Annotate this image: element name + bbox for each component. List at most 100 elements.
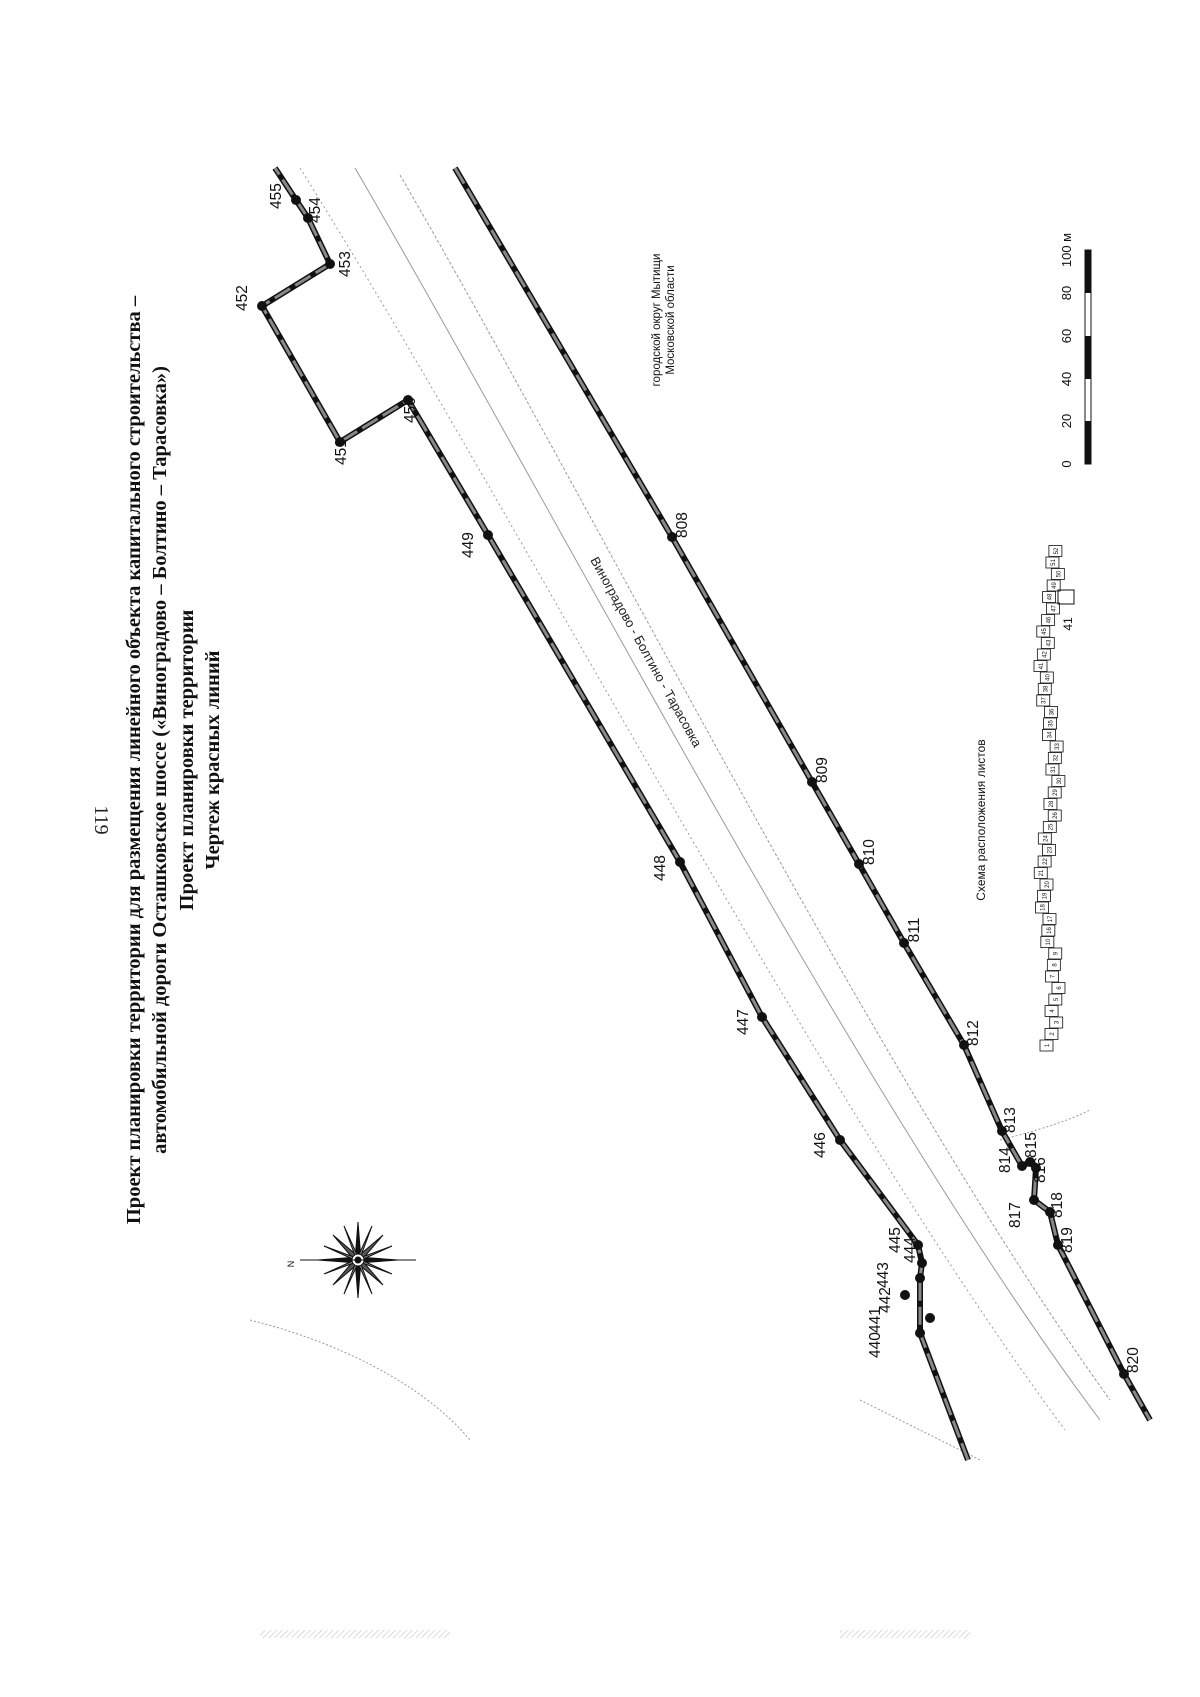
- title-line-2: автомобильной дороги Осташковское шоссе …: [149, 366, 171, 1154]
- index-cells: 1234567891016171819202122232425262829303…: [1033, 545, 1066, 1052]
- current-sheet-label: 41: [1061, 617, 1075, 631]
- index-sheet-cell: [1042, 913, 1057, 925]
- index-sheet-number: 29: [1053, 789, 1059, 796]
- index-sheet-cell: [1045, 970, 1059, 983]
- index-sheet-cell: [1047, 752, 1062, 764]
- index-sheet-cell: [1046, 602, 1061, 615]
- lower-point-marker: [997, 1126, 1007, 1136]
- index-sheet-number: 20: [1045, 881, 1051, 888]
- lower-point-label: 810: [861, 839, 878, 865]
- index-sheet-number: 23: [1048, 846, 1054, 853]
- upper-point-marker: [403, 395, 413, 405]
- index-sheet-number: 34: [1047, 731, 1053, 738]
- index-sheet-cell: [1042, 821, 1057, 833]
- lower-point-marker: [1031, 1163, 1041, 1173]
- index-sheet-number: 17: [1048, 915, 1054, 922]
- index-sheet-number: 25: [1048, 823, 1054, 830]
- scan-noise: [260, 1630, 970, 1638]
- lower-point-marker: [1029, 1195, 1039, 1205]
- index-sheet-cell: [1049, 1016, 1064, 1029]
- index-sheet-cell: [1033, 660, 1048, 672]
- index-sheet-cell: [1051, 982, 1066, 994]
- index-sheet-number: 18: [1040, 904, 1046, 911]
- lower-point-marker: [1119, 1369, 1129, 1379]
- index-sheet-number: 32: [1053, 754, 1059, 761]
- terrain-lines: [249, 167, 1111, 1461]
- red-lines: [257, 166, 1153, 1462]
- upper-point-marker: [303, 213, 313, 223]
- index-sheet-number: 50: [1056, 570, 1062, 577]
- compass-north-label: N: [286, 1261, 296, 1268]
- lower-point-label: 818: [1049, 1192, 1066, 1218]
- index-sheet-cell: [1040, 936, 1055, 948]
- index-sheet-number: 45: [1042, 628, 1048, 635]
- scale-tick-0: 0: [1059, 460, 1074, 467]
- upper-point-label: 450: [402, 397, 419, 423]
- index-sheet-number: 47: [1052, 605, 1058, 612]
- upper-point-marker: [915, 1273, 925, 1283]
- scale-tick-80: 80: [1059, 286, 1074, 300]
- index-sheet-cell: [1047, 786, 1062, 799]
- index-sheet-number: 9: [1054, 951, 1060, 955]
- index-sheet-cell: [1050, 568, 1065, 580]
- index-sheet-number: 4: [1050, 1009, 1056, 1013]
- title-line-3: Проект планировки территории: [176, 609, 198, 910]
- upper-point-label: 449: [460, 532, 477, 558]
- index-sheet-number: 52: [1054, 547, 1060, 554]
- index-sheet-number: 49: [1052, 582, 1058, 589]
- lower-point-label: 815: [1023, 1132, 1040, 1158]
- lower-point-marker: [899, 938, 909, 948]
- index-sheet-cell: [1041, 614, 1056, 626]
- lower-point-label: 814: [997, 1147, 1014, 1173]
- index-sheet-cell: [1045, 556, 1060, 569]
- upper-point-marker: [925, 1313, 935, 1323]
- index-sheet-number: 42: [1042, 651, 1048, 658]
- lower-point-label: 812: [965, 1020, 982, 1046]
- index-sheet-number: 46: [1047, 616, 1053, 623]
- index-sheet-cell: [1040, 637, 1055, 649]
- lower-point-marker: [854, 859, 864, 869]
- lower-point-marker: [1017, 1161, 1027, 1171]
- upper-red-line-fill: [259, 167, 970, 1461]
- index-sheet-cell: [1042, 729, 1056, 741]
- index-sheet-number: 16: [1047, 927, 1053, 934]
- index-sheet-cell: [1042, 844, 1056, 856]
- upper-point-label: 442: [877, 1287, 894, 1313]
- index-sheet-cell: [1044, 1028, 1059, 1040]
- index-sheet-cell: [1044, 1005, 1059, 1017]
- upper-point-label: 452: [234, 285, 251, 311]
- index-sheet-cell: [1045, 763, 1060, 776]
- lower-red-line-fill: [453, 167, 1152, 1421]
- index-sheet-number: 7: [1050, 974, 1056, 978]
- index-sheet-cell: [1043, 717, 1057, 730]
- upper-red-line-outline: [257, 166, 971, 1462]
- upper-point-label: 451: [333, 439, 350, 465]
- index-sheet-number: 22: [1043, 858, 1049, 865]
- index-sheet-cell: [1037, 832, 1052, 845]
- upper-point-marker: [325, 259, 335, 269]
- index-sheet-cell: [1043, 798, 1058, 810]
- index-sheet-number: 31: [1051, 766, 1057, 773]
- index-sheet-number: 30: [1057, 777, 1063, 784]
- red-line-points: 4404414424434444454464474484494504514524…: [234, 183, 1142, 1379]
- index-sheet-number: 51: [1051, 559, 1057, 566]
- index-sheet-cell: [1037, 890, 1051, 902]
- lower-point-label: 817: [1007, 1202, 1024, 1228]
- title-line-1: Проект планировки территории для размеще…: [123, 295, 145, 1224]
- index-sheet-number: 24: [1043, 835, 1049, 842]
- upper-point-marker: [675, 857, 685, 867]
- index-sheet-number: 33: [1055, 743, 1061, 750]
- upper-point-label: 440: [867, 1332, 884, 1358]
- upper-point-marker: [335, 437, 345, 447]
- index-sheet-number: 26: [1053, 812, 1059, 819]
- index-sheet-number: 21: [1039, 869, 1045, 876]
- lower-point-label: 811: [906, 918, 923, 943]
- index-sheet-cell: [1046, 959, 1061, 971]
- upper-point-marker: [757, 1012, 767, 1022]
- upper-point-label: 447: [735, 1009, 752, 1035]
- index-sheet-cell: [1042, 591, 1056, 603]
- index-sheet-cell: [1044, 706, 1058, 718]
- upper-point-label: 446: [812, 1132, 829, 1158]
- upper-point-label: 445: [887, 1227, 904, 1253]
- lower-point-marker: [667, 532, 677, 542]
